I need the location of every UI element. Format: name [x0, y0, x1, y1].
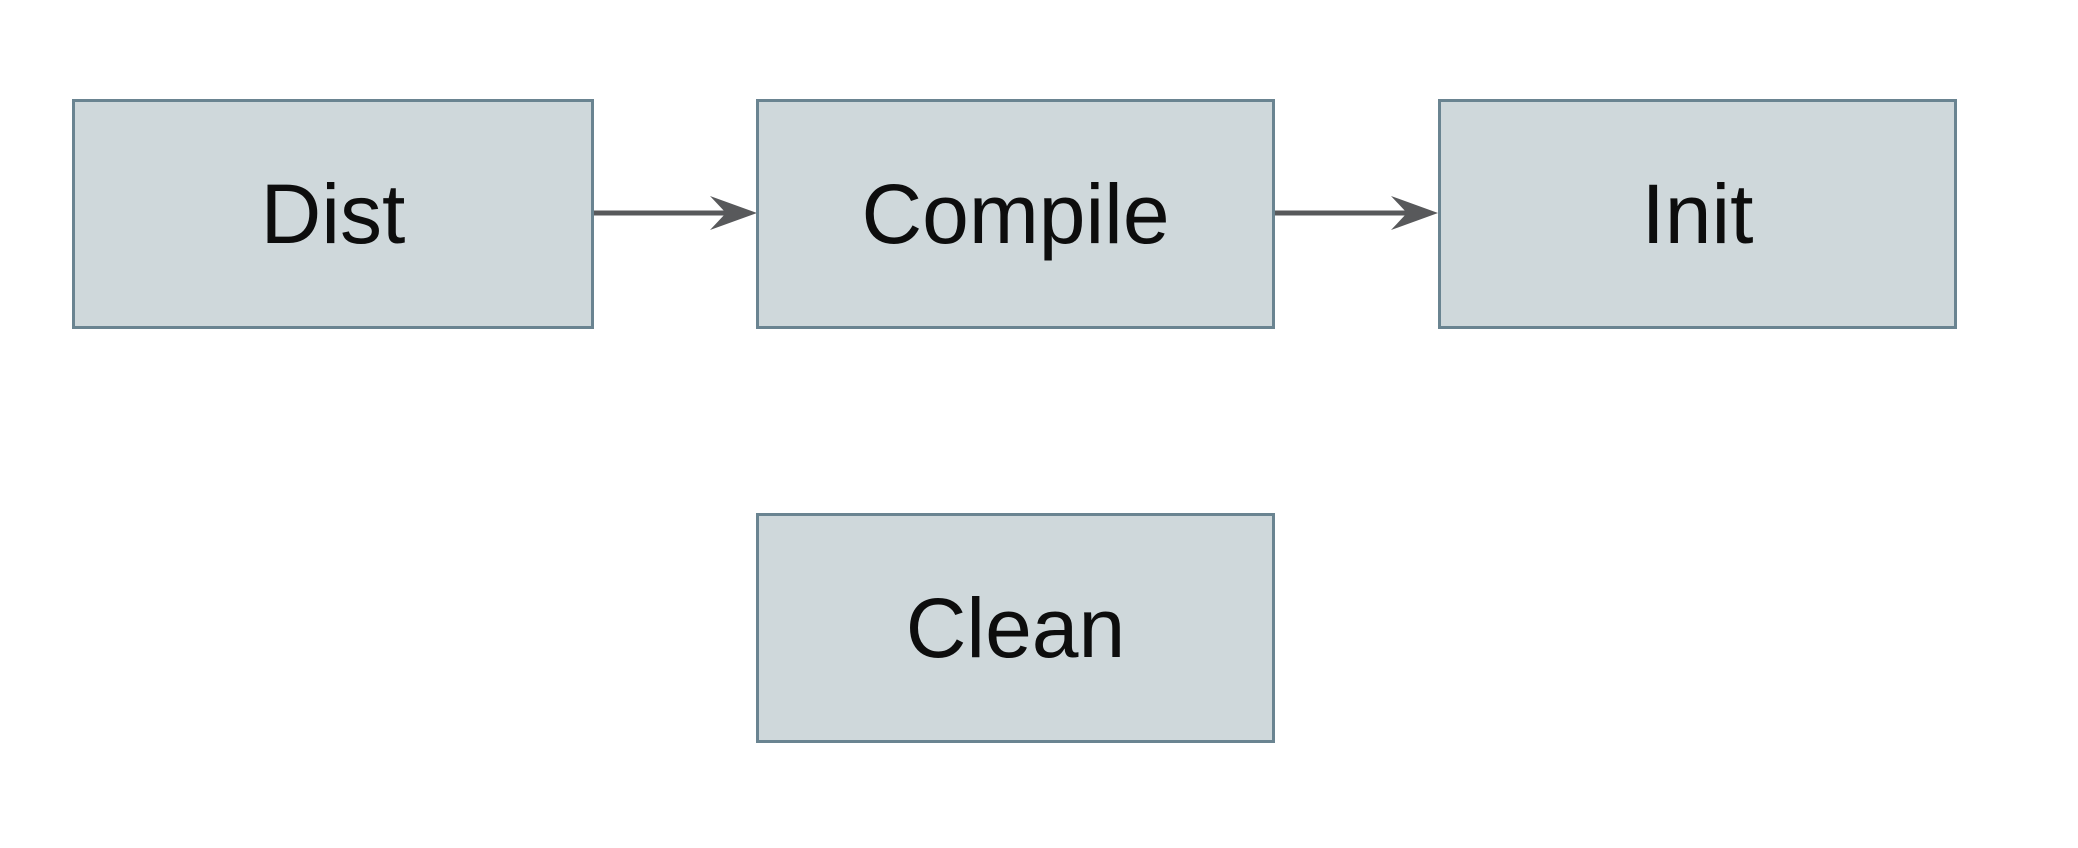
edge-dist-to-compile: [594, 196, 757, 230]
node-compile[interactable]: Compile: [756, 99, 1275, 329]
node-dist-label: Dist: [260, 167, 406, 261]
right-arrowhead-icon: [1391, 196, 1438, 230]
node-init-label: Init: [1641, 167, 1754, 261]
node-compile-label: Compile: [861, 167, 1170, 261]
node-clean[interactable]: Clean: [756, 513, 1275, 743]
node-clean-label: Clean: [905, 581, 1126, 675]
node-init[interactable]: Init: [1438, 99, 1957, 329]
right-arrowhead-icon: [710, 196, 757, 230]
node-dist[interactable]: Dist: [72, 99, 594, 329]
edge-compile-to-init: [1275, 196, 1438, 230]
